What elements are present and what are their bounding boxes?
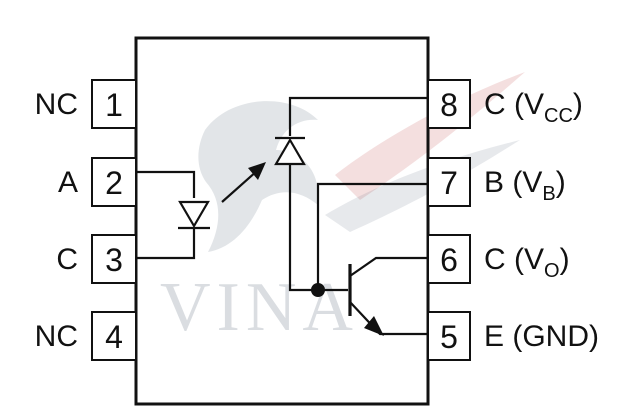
left-pins: 1 2 3 4 NC A C NC xyxy=(35,79,137,361)
watermark-blue-swoosh xyxy=(325,140,520,232)
wire-pin7-base xyxy=(316,182,428,290)
pin-label-5: E (GND) xyxy=(484,320,599,353)
emitter-arrow-icon xyxy=(364,316,384,336)
watermark: VINA xyxy=(160,72,525,346)
wire-pin8-photodiode xyxy=(288,96,428,136)
pin-box-8 xyxy=(427,79,471,129)
pin-label-2: A xyxy=(58,166,78,199)
pin-box-4 xyxy=(91,311,137,361)
led-diode-icon xyxy=(178,200,210,229)
pin-label-7-main: B (V xyxy=(484,166,542,199)
pin-label-4: NC xyxy=(35,320,78,353)
pin-number-3: 3 xyxy=(105,242,123,278)
pin-label-6-sub: O xyxy=(544,260,560,282)
pin-label-7-sub: B xyxy=(542,183,555,205)
pin-number-4: 4 xyxy=(105,319,123,355)
led-circuit xyxy=(136,162,266,260)
pin-box-2 xyxy=(91,157,137,207)
watermark-text: VINA xyxy=(160,269,359,346)
pin-box-7 xyxy=(427,157,471,207)
wire-collector-pin6 xyxy=(349,256,428,277)
pin-label-6-main: C (V xyxy=(484,243,544,276)
light-arrow-shaft xyxy=(221,169,259,203)
wire-emitter-pin5 xyxy=(349,301,428,336)
light-arrow-head-icon xyxy=(248,162,266,180)
right-pins: 8 7 6 5 C (VCC) B (VB) C (VO) E (GND) xyxy=(427,79,599,361)
wire-photodiode-base xyxy=(288,164,348,292)
package-outline xyxy=(134,36,430,406)
pin-label-7: B (VB) xyxy=(484,166,566,205)
pin-number-1: 1 xyxy=(105,87,123,123)
base-junction-dot xyxy=(311,283,325,297)
wire-led-pin3 xyxy=(136,228,196,260)
pin-box-1 xyxy=(91,79,137,129)
wire-pin2-led xyxy=(136,170,196,198)
pin-box-6 xyxy=(427,234,471,284)
pin-label-1: NC xyxy=(35,88,78,121)
pin-number-7: 7 xyxy=(440,165,458,201)
pin-box-5 xyxy=(427,311,471,361)
pin-label-8-sub: CC xyxy=(544,105,573,127)
pin-label-8-tail: ) xyxy=(573,88,583,121)
pin-label-6: C (VO) xyxy=(484,243,570,282)
pin-label-3: C xyxy=(56,243,78,276)
pin-label-6-tail: ) xyxy=(560,243,570,276)
watermark-red-swoosh xyxy=(335,72,525,200)
pin-number-8: 8 xyxy=(440,87,458,123)
pin-label-8-main: C (V xyxy=(484,88,544,121)
pin-number-5: 5 xyxy=(440,319,458,355)
detector-circuit xyxy=(274,96,428,336)
pin-number-2: 2 xyxy=(105,165,123,201)
pin-label-8: C (VCC) xyxy=(484,88,583,127)
pin-label-7-tail: ) xyxy=(556,166,566,199)
pin-number-6: 6 xyxy=(440,242,458,278)
